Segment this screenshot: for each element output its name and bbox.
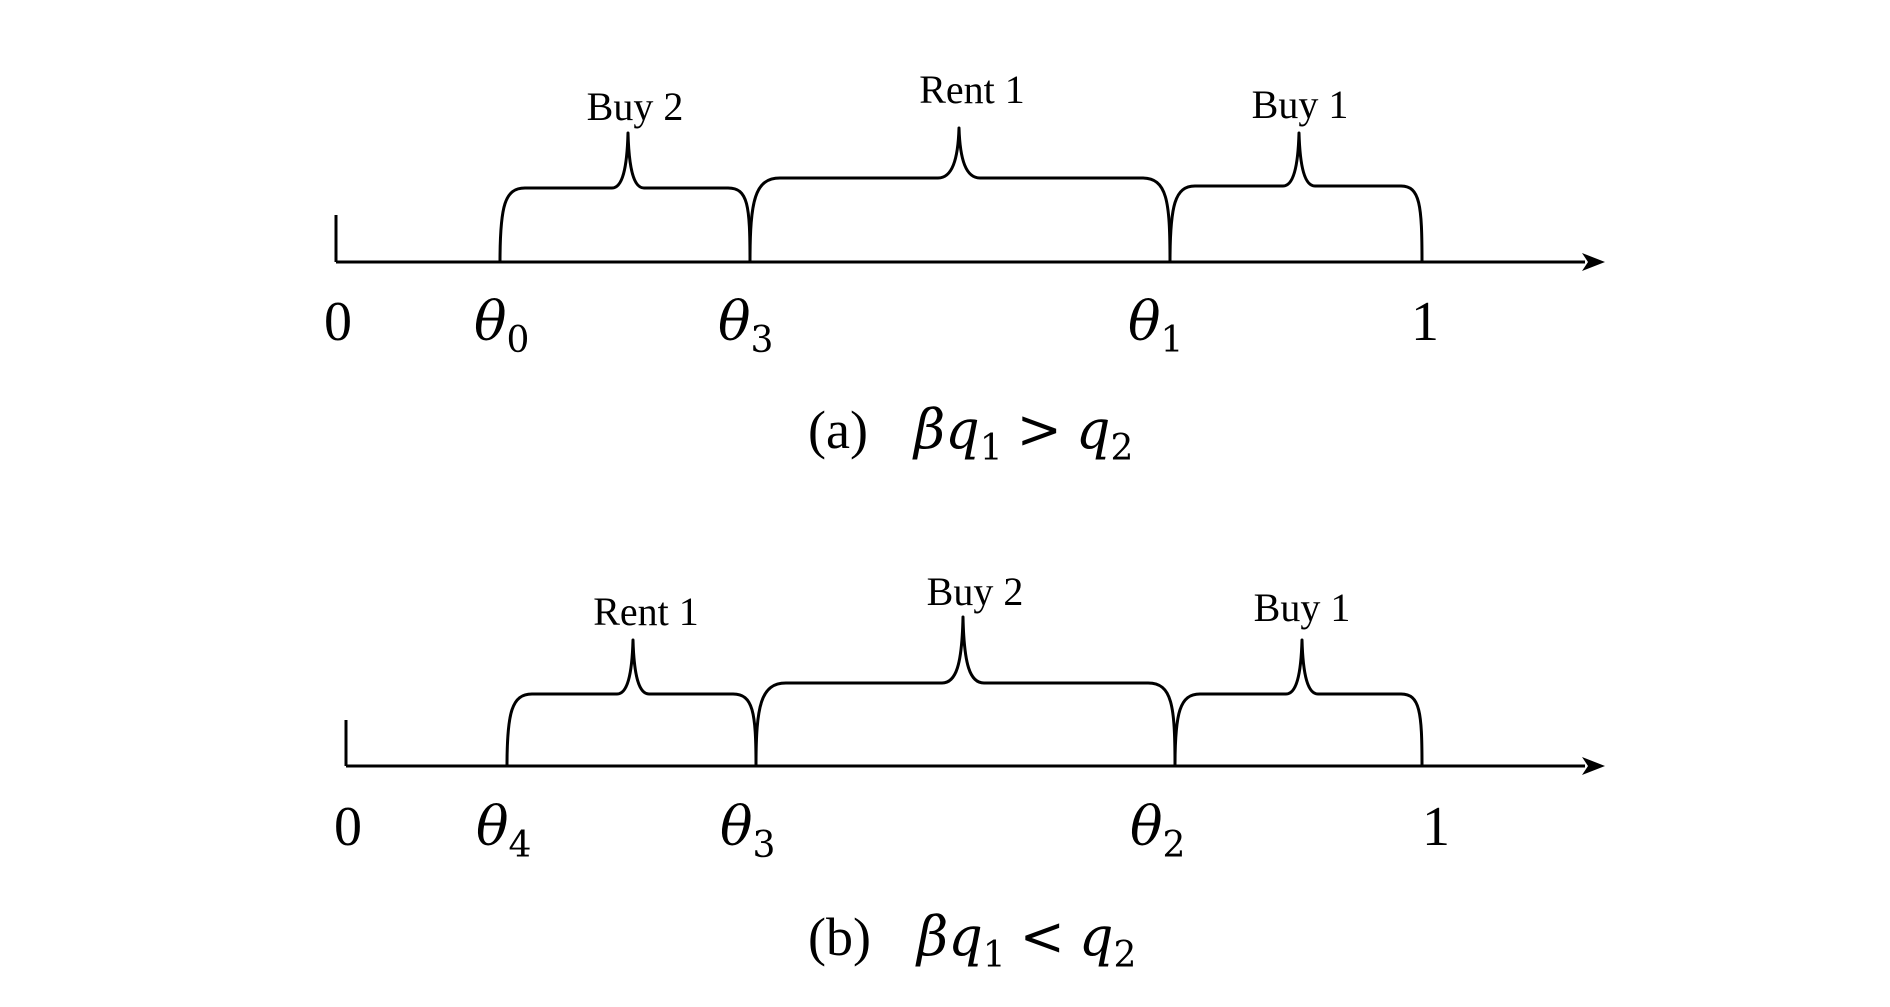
panel-b-brace-1 (505, 638, 758, 768)
panel-b-tick-theta-3: θ3 (720, 795, 775, 866)
panel-b-brace-2 (754, 615, 1177, 768)
panel-a-brace-3 (1168, 131, 1424, 264)
panel-a-segment-label-2: Rent 1 (919, 67, 1025, 112)
panel-a-axis-arrow-icon (1582, 253, 1605, 271)
panel-a-brace-2 (748, 126, 1172, 264)
panel-b-segment-label-3: Buy 1 (1254, 585, 1351, 630)
panel-b: Rent 1 Buy 2 Buy 1 0 θ4 θ3 θ2 1 (b)βq1<q… (334, 569, 1605, 976)
panel-b-brace-3 (1173, 638, 1424, 768)
panel-a-segment-label-3: Buy 1 (1252, 82, 1349, 127)
panel-a-brace-1 (498, 131, 752, 264)
panel-b-caption: (b)βq1<q2 (808, 905, 1136, 976)
panel-a-tick-theta-1: θ1 (1128, 290, 1183, 361)
panel-a-tick-one: 1 (1411, 291, 1439, 353)
panel-a: Buy 2 Rent 1 Buy 1 0 θ0 θ3 θ1 1 (a)βq1>q… (324, 67, 1605, 469)
panel-b-segment-label-2: Buy 2 (927, 569, 1024, 614)
panel-a-tick-theta-0: θ0 (474, 290, 529, 361)
panel-b-axis-arrow-icon (1582, 757, 1605, 775)
panel-b-tick-theta-4: θ4 (476, 795, 531, 866)
panel-b-tick-zero: 0 (334, 796, 362, 858)
panel-b-tick-one: 1 (1422, 796, 1450, 858)
panel-b-segment-label-1: Rent 1 (593, 589, 699, 634)
panel-a-caption: (a)βq1>q2 (808, 398, 1133, 469)
panel-a-segment-label-1: Buy 2 (587, 84, 684, 129)
panel-a-tick-zero: 0 (324, 291, 352, 353)
panel-a-tick-theta-3: θ3 (718, 290, 773, 361)
panel-b-tick-theta-2: θ2 (1130, 795, 1185, 866)
